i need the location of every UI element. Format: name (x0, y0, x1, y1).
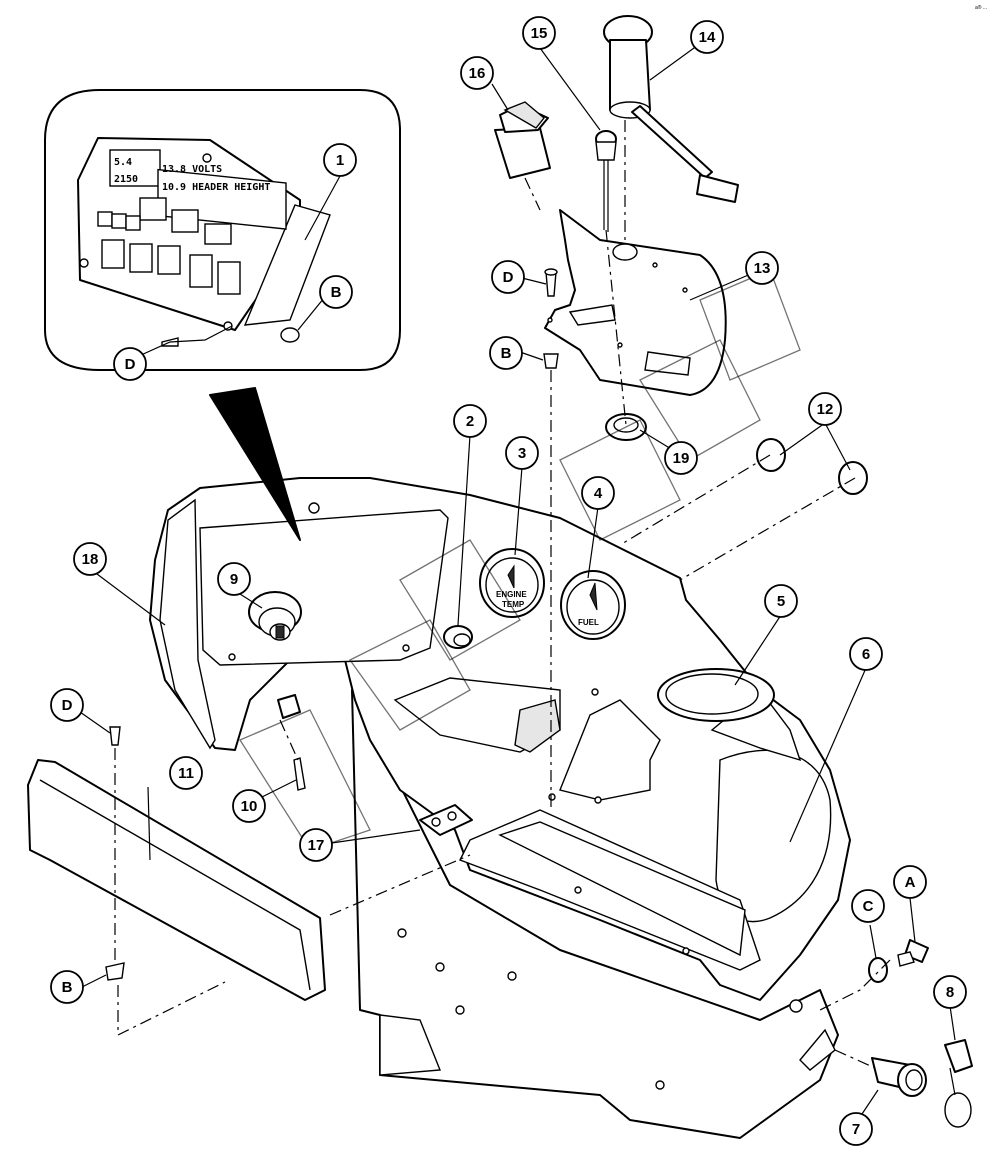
svg-text:19: 19 (673, 450, 690, 467)
plug-left (756, 438, 786, 472)
engine-temp-label-1: ENGINE (496, 590, 527, 599)
svg-text:9: 9 (230, 571, 238, 588)
svg-text:7: 7 (852, 1121, 860, 1138)
power-socket (419, 804, 473, 836)
svg-text:8: 8 (946, 984, 954, 1001)
callout-15: 15 (522, 16, 556, 50)
svg-text:D: D (503, 269, 514, 286)
fuel-label: FUEL (578, 618, 599, 627)
callout-1: 1 (323, 143, 357, 177)
svg-text:16: 16 (469, 65, 486, 82)
callout-16: 16 (460, 56, 494, 90)
svg-text:12: 12 (817, 401, 834, 418)
svg-text:A: A (905, 874, 916, 891)
callout-17: 17 (299, 828, 333, 862)
callout-18: 18 (73, 542, 107, 576)
assembly-lines (114, 120, 891, 1069)
svg-text:1: 1 (336, 152, 344, 169)
push-button (595, 130, 617, 232)
watermark (239, 269, 801, 851)
svg-text:3: 3 (518, 445, 526, 462)
leader-lines (79, 39, 956, 1115)
callout-D-upper: D (491, 260, 525, 294)
callout-7: 7 (839, 1112, 873, 1146)
callout-D-inset: D (113, 347, 147, 381)
callout-10: 10 (232, 789, 266, 823)
callout-B-upper: B (489, 336, 523, 370)
callout-13: 13 (745, 251, 779, 285)
nut-b-lower (105, 962, 125, 981)
corner-mark: a® ... (975, 4, 987, 11)
svg-text:B: B (331, 284, 342, 301)
display-line1-right: 13.8 VOLTS (162, 164, 222, 175)
callout-8: 8 (933, 975, 967, 1009)
svg-text:14: 14 (699, 29, 716, 46)
rocker-switch (494, 101, 551, 179)
socket-cap (944, 1039, 973, 1128)
svg-text:B: B (501, 345, 512, 362)
display-module: 5.4 13.8 VOLTS 2150 10.9 HEADER HEIGHT (77, 137, 331, 331)
svg-text:6: 6 (862, 646, 870, 663)
washer-c (868, 957, 888, 983)
armrest-pad (27, 759, 326, 1001)
svg-text:D: D (62, 697, 73, 714)
svg-text:4: 4 (594, 485, 603, 502)
svg-text:10: 10 (241, 798, 258, 815)
callout-3: 3 (505, 436, 539, 470)
inset-detail: 5.4 13.8 VOLTS 2150 10.9 HEADER HEIGHT (44, 89, 401, 541)
socket-outlet (871, 1057, 927, 1097)
callout-6: 6 (849, 637, 883, 671)
svg-text:15: 15 (531, 25, 548, 42)
plug-right (838, 461, 868, 495)
svg-text:D: D (125, 356, 136, 373)
svg-text:17: 17 (308, 837, 325, 854)
callout-2: 2 (453, 404, 487, 438)
callout-4: 4 (581, 476, 615, 510)
display-line2-left: 2150 (114, 174, 138, 185)
screw-d-lower (109, 726, 121, 746)
svg-text:C: C (863, 898, 874, 915)
display-line1-left: 5.4 (114, 157, 132, 168)
callout-A: A (893, 865, 927, 899)
nut-b-upper (543, 353, 559, 369)
callout-B-lower: B (50, 970, 84, 1004)
display-line2-right: 10.9 HEADER HEIGHT (162, 182, 270, 193)
svg-text:5: 5 (777, 593, 785, 610)
svg-text:B: B (62, 979, 73, 996)
cover-cap (657, 668, 775, 722)
engine-temp-gauge: ENGINE TEMP (479, 548, 545, 618)
fuel-gauge: FUEL (560, 570, 626, 640)
key-switch (248, 591, 302, 641)
switch-mount-plate (544, 209, 727, 396)
display-buttons (97, 197, 241, 295)
small-cap (277, 694, 301, 719)
engine-temp-label-2: TEMP (502, 600, 525, 609)
svg-text:11: 11 (178, 765, 194, 782)
callout-C: C (851, 889, 885, 923)
callout-B-inset: B (319, 275, 353, 309)
callout-11: 11 (169, 756, 203, 790)
callout-D-lower: D (50, 688, 84, 722)
bolt-a (897, 939, 929, 967)
callout-5: 5 (764, 584, 798, 618)
svg-text:18: 18 (82, 551, 99, 568)
callout-9: 9 (217, 562, 251, 596)
callout-12: 12 (808, 392, 842, 426)
svg-text:13: 13 (754, 260, 771, 277)
callout-19: 19 (664, 441, 698, 475)
svg-text:2: 2 (466, 413, 474, 430)
callout-14: 14 (690, 20, 724, 54)
stop-knob (603, 15, 739, 203)
